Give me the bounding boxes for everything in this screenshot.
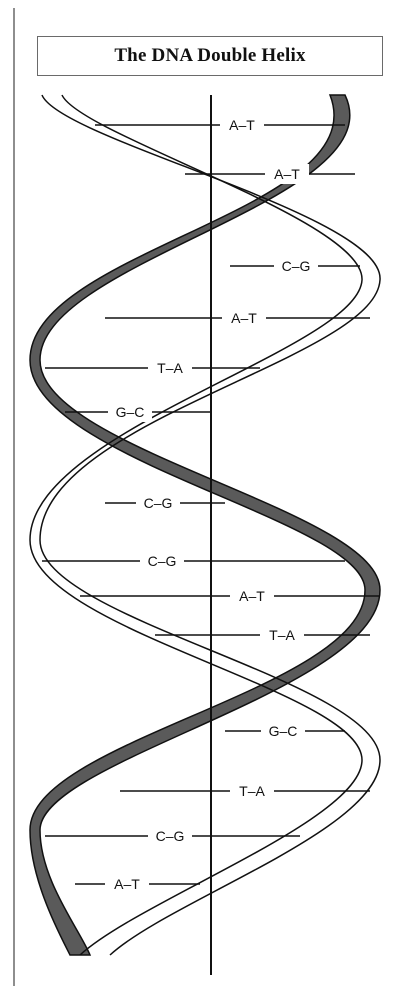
base-pair-label: G–C <box>116 404 145 420</box>
base-pairs: A–T A–T C–G A–T T–A G–C C–G C–G A–T T–A G–C T–A C–G A… <box>42 115 380 894</box>
light-strand-edge-a <box>39 94 381 956</box>
light-strand-edge-b <box>29 94 363 956</box>
left-rule <box>13 8 15 986</box>
base-pair-label-bg <box>148 826 192 846</box>
diagram-title: The DNA Double Helix <box>37 36 383 76</box>
base-pair-label-bg <box>222 308 266 328</box>
base-pair-label: A–T <box>239 588 265 604</box>
base-pair-label: C–G <box>144 495 173 511</box>
base-pair-label-bg <box>140 551 184 571</box>
base-pair-label-bg <box>260 625 304 645</box>
base-pair-label: T–A <box>269 627 295 643</box>
base-pair-label: G–C <box>269 723 298 739</box>
dark-strand <box>29 94 381 956</box>
base-pair-label: T–A <box>157 360 183 376</box>
base-pair-label-bg <box>220 115 264 135</box>
base-pair-label: A–T <box>274 166 300 182</box>
base-pair-label: A–T <box>114 876 140 892</box>
base-pair-label: C–G <box>282 258 311 274</box>
base-pair-label-bg <box>136 493 180 513</box>
base-pair-label-bg <box>108 402 152 422</box>
base-pair-label: T–A <box>239 783 265 799</box>
base-pair-label-bg <box>105 874 149 894</box>
base-pair-label: C–G <box>156 828 185 844</box>
base-pair-label-bg <box>230 586 274 606</box>
base-pair-label-bg <box>265 164 309 184</box>
base-pair-label: A–T <box>229 117 255 133</box>
base-pair-label: A–T <box>231 310 257 326</box>
base-pair-label-bg <box>230 781 274 801</box>
base-pair-label-bg <box>274 256 318 276</box>
base-pair-label-bg <box>148 358 192 378</box>
base-pair-label-bg <box>261 721 305 741</box>
base-pair-label: C–G <box>148 553 177 569</box>
